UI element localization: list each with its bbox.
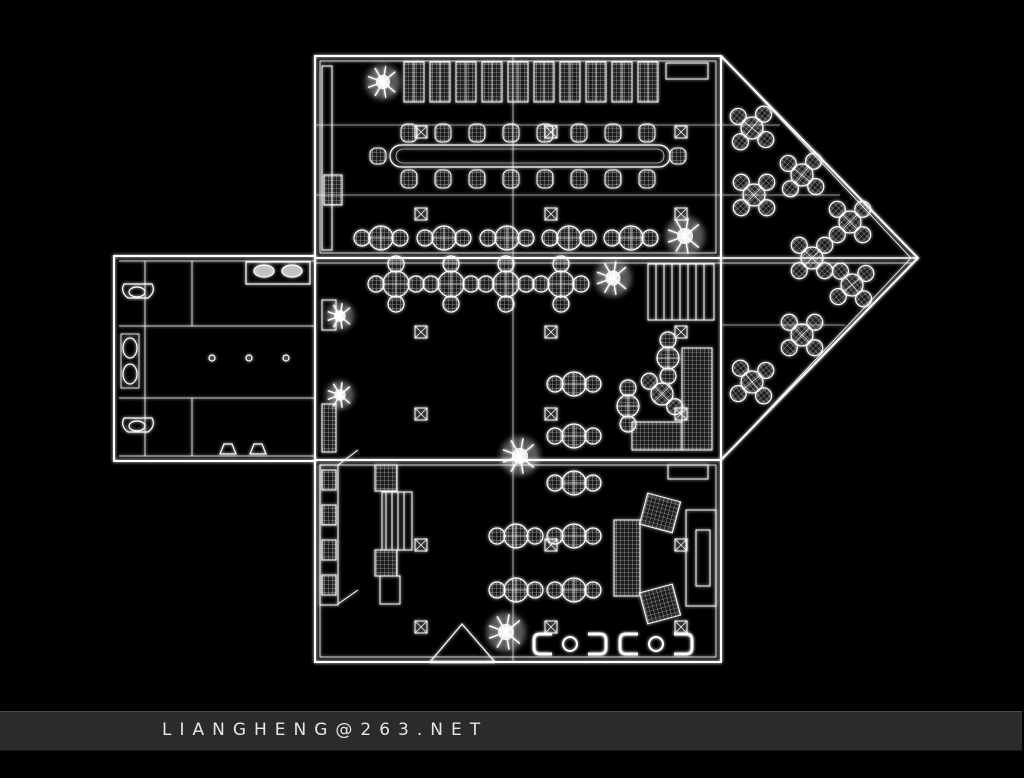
wall-outline [113, 55, 920, 664]
round-table-set [488, 577, 544, 603]
dining-chairs [369, 123, 687, 189]
round-table-set [546, 423, 602, 449]
column-marker [414, 620, 428, 634]
bar-seat [481, 61, 503, 103]
bar-seat [585, 61, 607, 103]
booth-seats [532, 632, 694, 656]
footer-bar: LIANGHENG@263.NET [0, 711, 1022, 751]
chair [400, 123, 418, 143]
bar-seat [559, 61, 581, 103]
round-table-set [479, 225, 535, 251]
column-marker [544, 407, 558, 421]
column-marker [414, 538, 428, 552]
column-marker [674, 620, 688, 634]
chair [400, 169, 418, 189]
round-table-set [546, 371, 602, 397]
chair [434, 169, 452, 189]
chair [468, 169, 486, 189]
chair [502, 123, 520, 143]
column-marker [544, 620, 558, 634]
column-marker [414, 325, 428, 339]
decorative-plants [325, 64, 705, 652]
round-table-set [546, 470, 602, 496]
plant-icon [325, 380, 355, 410]
long-communal-table [389, 144, 671, 168]
chair [638, 123, 656, 143]
bar-seat [611, 61, 633, 103]
round-table-set [829, 262, 875, 308]
plant-icon [665, 216, 705, 256]
round-table-set [353, 225, 409, 251]
chair [468, 123, 486, 143]
bar-seat [403, 61, 425, 103]
footer-email: LIANGHENG@263.NET [162, 720, 489, 740]
chair [536, 169, 554, 189]
round-table-set [603, 225, 659, 251]
bar-seat [455, 61, 477, 103]
chair [604, 169, 622, 189]
plant-icon [500, 436, 540, 476]
chair [669, 147, 687, 165]
round-table-set [729, 105, 775, 151]
column-marker [414, 407, 428, 421]
plant-icon [594, 259, 632, 297]
round-table-set [546, 577, 602, 603]
column-marker [414, 207, 428, 221]
round-table-set [656, 331, 680, 385]
chair [604, 123, 622, 143]
kitchen-counters [319, 62, 717, 625]
plant-icon [365, 64, 401, 100]
round-table-set [640, 372, 684, 416]
column-marker [674, 325, 688, 339]
bar-seat [429, 61, 451, 103]
column-marker [544, 325, 558, 339]
round-table-set [416, 225, 472, 251]
round-table-set [828, 200, 872, 244]
plant-icon [325, 301, 355, 331]
round-table-set [546, 523, 602, 549]
top-bar-seating [403, 61, 659, 103]
chair [369, 147, 387, 165]
round-table-set [477, 255, 535, 313]
column-marker [674, 125, 688, 139]
column-marker [544, 207, 558, 221]
column-marker [674, 538, 688, 552]
round-tables [353, 105, 875, 603]
restroom-fixtures [120, 261, 311, 455]
round-table-set [780, 313, 824, 357]
bar-seat [533, 61, 555, 103]
restaurant-floor-plan [113, 55, 920, 664]
chair [570, 123, 588, 143]
bar-seat [507, 61, 529, 103]
chair [570, 169, 588, 189]
chair [638, 169, 656, 189]
chair [434, 123, 452, 143]
round-table-set [732, 173, 776, 217]
bar-seat [637, 61, 659, 103]
plant-icon [486, 612, 526, 652]
round-table-set [790, 236, 834, 280]
chair [536, 123, 554, 143]
round-table-set [779, 152, 825, 198]
round-table-set [541, 225, 597, 251]
round-table-set [532, 255, 590, 313]
round-table-set [367, 255, 425, 313]
chair [502, 169, 520, 189]
round-table-set [729, 359, 775, 405]
round-table-set [488, 523, 544, 549]
round-table-set [422, 255, 480, 313]
